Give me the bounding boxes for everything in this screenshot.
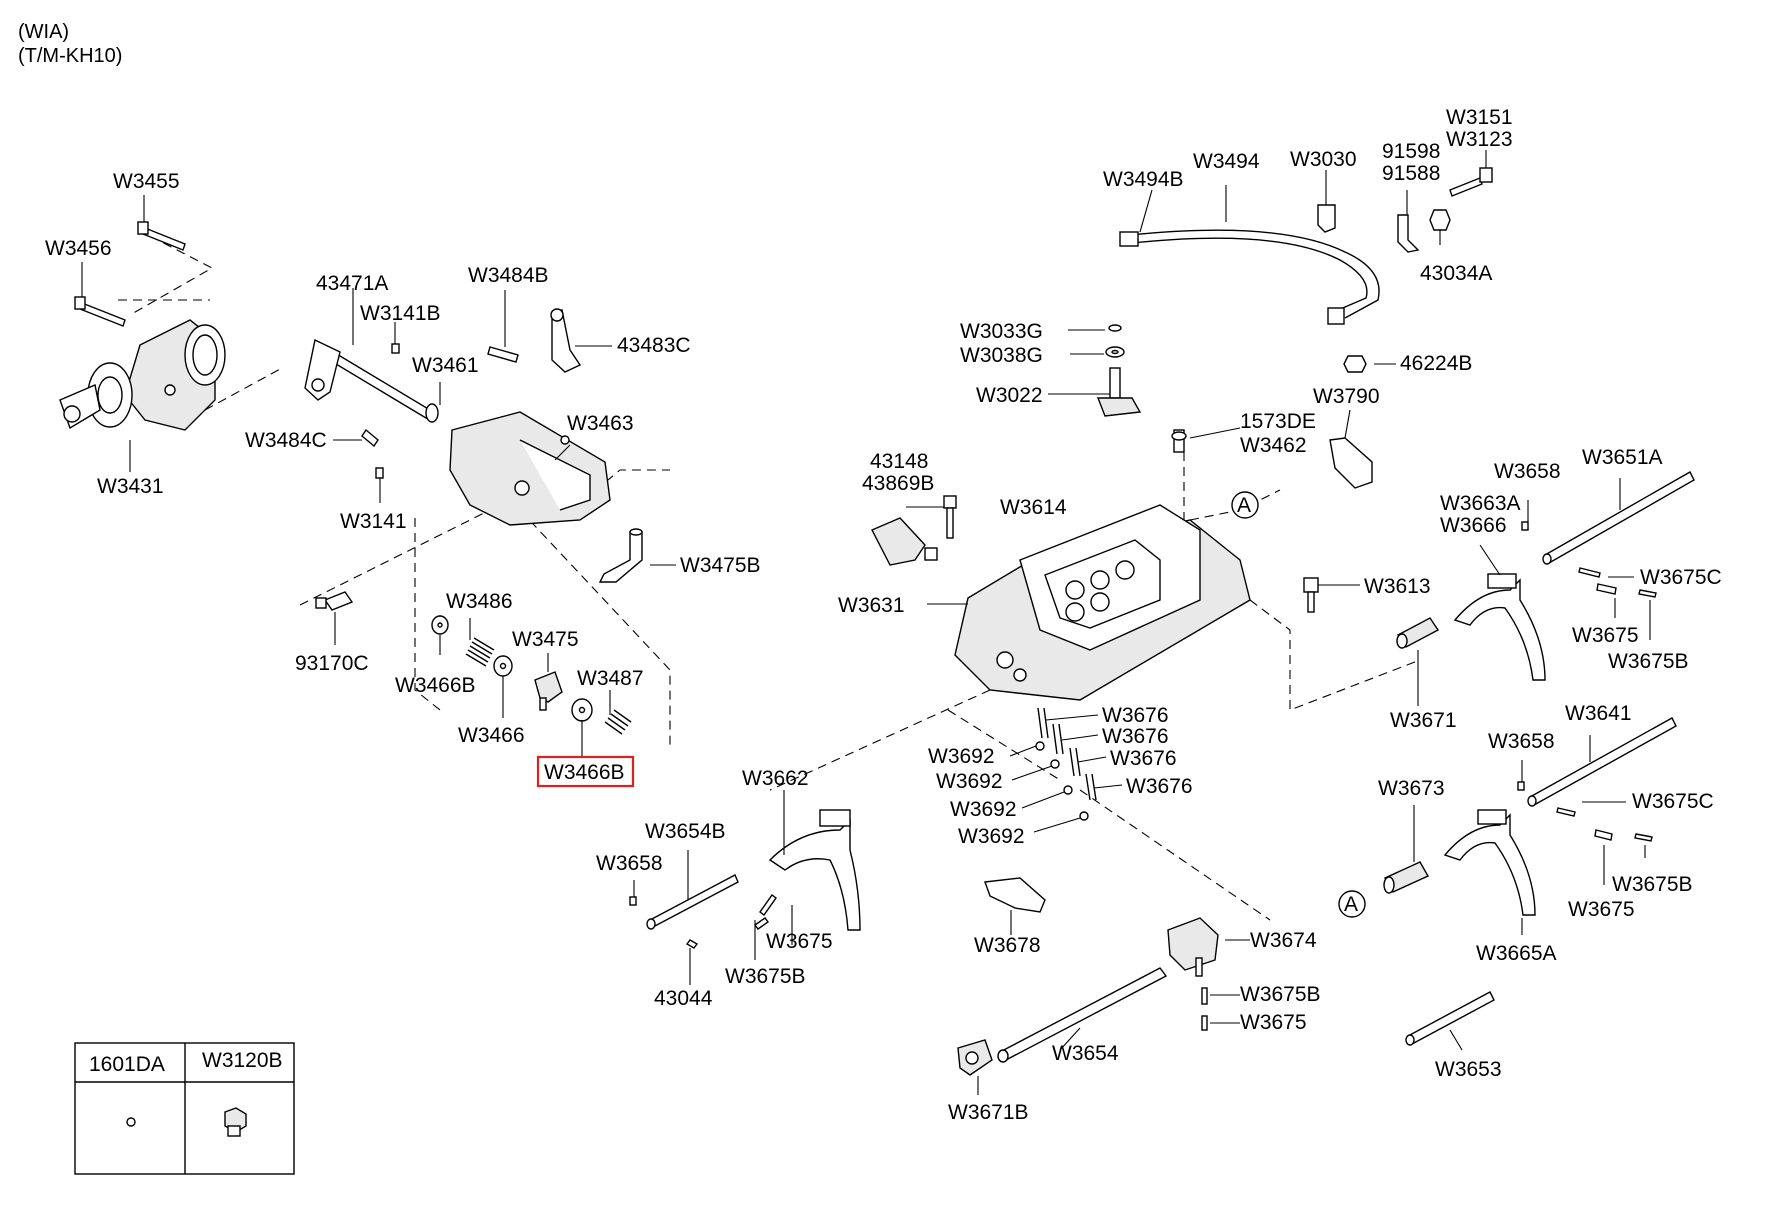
label-W3663A: W3663A [1440, 492, 1521, 515]
label-W3671B: W3671B [948, 1101, 1029, 1124]
label-43044: 43044 [654, 987, 713, 1010]
label-W3033G: W3033G [960, 320, 1043, 343]
label-W3675-center: W3675 [1240, 1011, 1307, 1034]
label-W3486: W3486 [446, 590, 513, 613]
label-W3487: W3487 [577, 667, 644, 690]
label-1573DE: 1573DE [1240, 410, 1316, 433]
label-W3141B: W3141B [360, 302, 441, 325]
label-W3030: W3030 [1290, 148, 1357, 171]
label-W3692-3: W3692 [950, 798, 1017, 821]
label-W3466: W3466 [458, 724, 525, 747]
ring-icon [126, 1117, 136, 1127]
label-W3466B: W3466B [395, 674, 476, 697]
label-W3674: W3674 [1250, 929, 1317, 952]
label-W3671: W3671 [1390, 709, 1457, 732]
label-W3484C: W3484C [245, 429, 327, 452]
label-W3692-2: W3692 [936, 770, 1003, 793]
label-W3675B-lower: W3675B [1612, 873, 1693, 896]
header-line-2: (T/M-KH10) [18, 45, 122, 67]
header-line-1: (WIA) [18, 21, 69, 43]
label-W3038G: W3038G [960, 344, 1043, 367]
label-W3692-1: W3692 [928, 745, 995, 768]
callout-A-bottom: A [1344, 893, 1358, 916]
label-43471A: 43471A [316, 272, 388, 295]
label-W3675B-left: W3675B [725, 965, 806, 988]
label-43034A: 43034A [1420, 262, 1492, 285]
label-W3790: W3790 [1313, 385, 1380, 408]
label-W3675-lower: W3675 [1568, 898, 1635, 921]
label-W3675B-upper: W3675B [1608, 650, 1689, 673]
label-W3456: W3456 [45, 237, 112, 260]
cable-assembly: W3494B W3494 W3030 91598 91588 W3151 W31… [960, 106, 1513, 489]
label-W3692-4: W3692 [958, 825, 1025, 848]
fork-rail-assembly: W3662 W3654B W3658 W3675 W3675B 43044 W3… [596, 767, 1321, 1124]
right-fork-lower: W3658 W3641 W3673 W3675C W3675 W3675B W3… [1378, 702, 1714, 1081]
label-W3653: W3653 [1435, 1058, 1502, 1081]
label-W3654B: W3654B [645, 820, 726, 843]
label-W3022: W3022 [976, 384, 1043, 407]
label-W3665A: W3665A [1476, 942, 1557, 965]
label-W3462: W3462 [1240, 434, 1307, 457]
label-W3475: W3475 [512, 628, 579, 651]
label-W3151: W3151 [1446, 106, 1513, 129]
plug-icon [224, 1107, 247, 1137]
label-W3431: W3431 [97, 475, 164, 498]
table-header-W3120B: W3120B [202, 1049, 283, 1072]
label-W3631: W3631 [838, 594, 905, 617]
label-91598: 91598 [1382, 140, 1440, 163]
label-W3675-left: W3675 [766, 930, 833, 953]
label-W3662: W3662 [742, 767, 809, 790]
label-W3123: W3123 [1446, 128, 1513, 151]
label-W3494: W3494 [1193, 150, 1260, 173]
label-W3484B: W3484B [468, 264, 549, 287]
label-W3675B-center: W3675B [1240, 983, 1321, 1006]
label-W3463: W3463 [567, 412, 634, 435]
label-W3658-left: W3658 [596, 852, 663, 875]
label-W3461: W3461 [412, 354, 479, 377]
label-W3658-lower: W3658 [1488, 730, 1555, 753]
label-W3676-4: W3676 [1126, 775, 1193, 798]
label-W3614: W3614 [1000, 496, 1067, 519]
label-W3641: W3641 [1565, 702, 1632, 725]
label-W3676-3: W3676 [1110, 747, 1177, 770]
label-W3676-2: W3676 [1102, 725, 1169, 748]
label-43483C: 43483C [617, 334, 691, 357]
label-93170C: 93170C [295, 652, 369, 675]
label-W3651A: W3651A [1582, 446, 1663, 469]
label-91588: 91588 [1382, 162, 1440, 185]
label-43869B: 43869B [862, 472, 934, 495]
label-W3675C-upper: W3675C [1640, 566, 1722, 589]
rail-housing-assembly: A 1573DE W3462 43148 43869B W3614 W3631 … [769, 410, 1431, 921]
label-W3675-upper: W3675 [1572, 624, 1639, 647]
label-W3475B: W3475B [680, 554, 761, 577]
parts-table: 1601DA W3120B [74, 1042, 295, 1175]
label-W3666: W3666 [1440, 514, 1507, 537]
callout-A-top: A [1237, 494, 1251, 517]
shift-housing-assembly: W3455 W3456 W3431 43471A W3141B W3484B 4… [45, 170, 761, 788]
table-header-1601DA: 1601DA [89, 1053, 165, 1076]
label-43148: 43148 [870, 450, 928, 473]
label-W3141: W3141 [340, 510, 407, 533]
label-W3676-1: W3676 [1102, 704, 1169, 727]
label-W3658-upper: W3658 [1494, 460, 1561, 483]
label-W3613: W3613 [1364, 575, 1431, 598]
label-W3678: W3678 [974, 934, 1041, 957]
right-fork-upper: A W3658 W3651A W3663A W3666 W3675C W3675… [1338, 446, 1722, 918]
label-W3494B: W3494B [1103, 168, 1184, 191]
label-W3466B-highlighted[interactable]: W3466B [544, 761, 625, 784]
label-W3673: W3673 [1378, 777, 1445, 800]
label-W3675C-lower: W3675C [1632, 790, 1714, 813]
label-W3654: W3654 [1052, 1042, 1119, 1065]
label-46224B: 46224B [1400, 352, 1472, 375]
highlight-box [536, 755, 635, 788]
label-W3455: W3455 [113, 170, 180, 193]
